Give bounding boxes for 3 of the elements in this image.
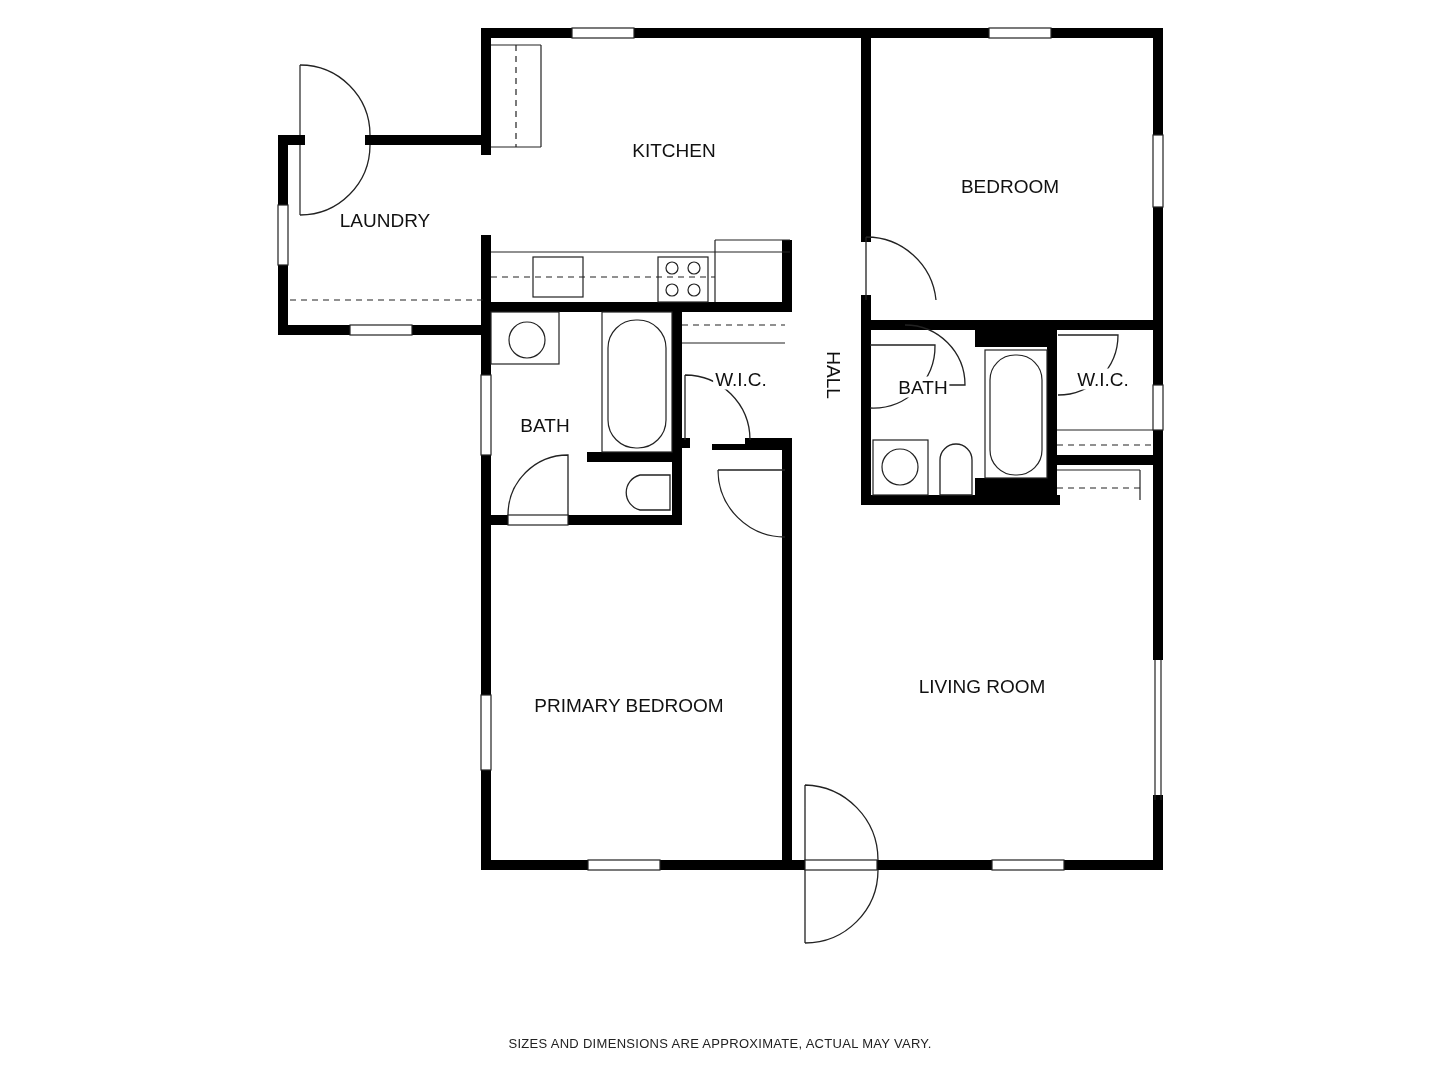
disclaimer-note: SIZES AND DIMENSIONS ARE APPROXIMATE, ACTUAL MAY VARY. bbox=[508, 1035, 932, 1051]
room-label: W.I.C. bbox=[1075, 368, 1131, 390]
room-label: BATH bbox=[896, 376, 950, 398]
